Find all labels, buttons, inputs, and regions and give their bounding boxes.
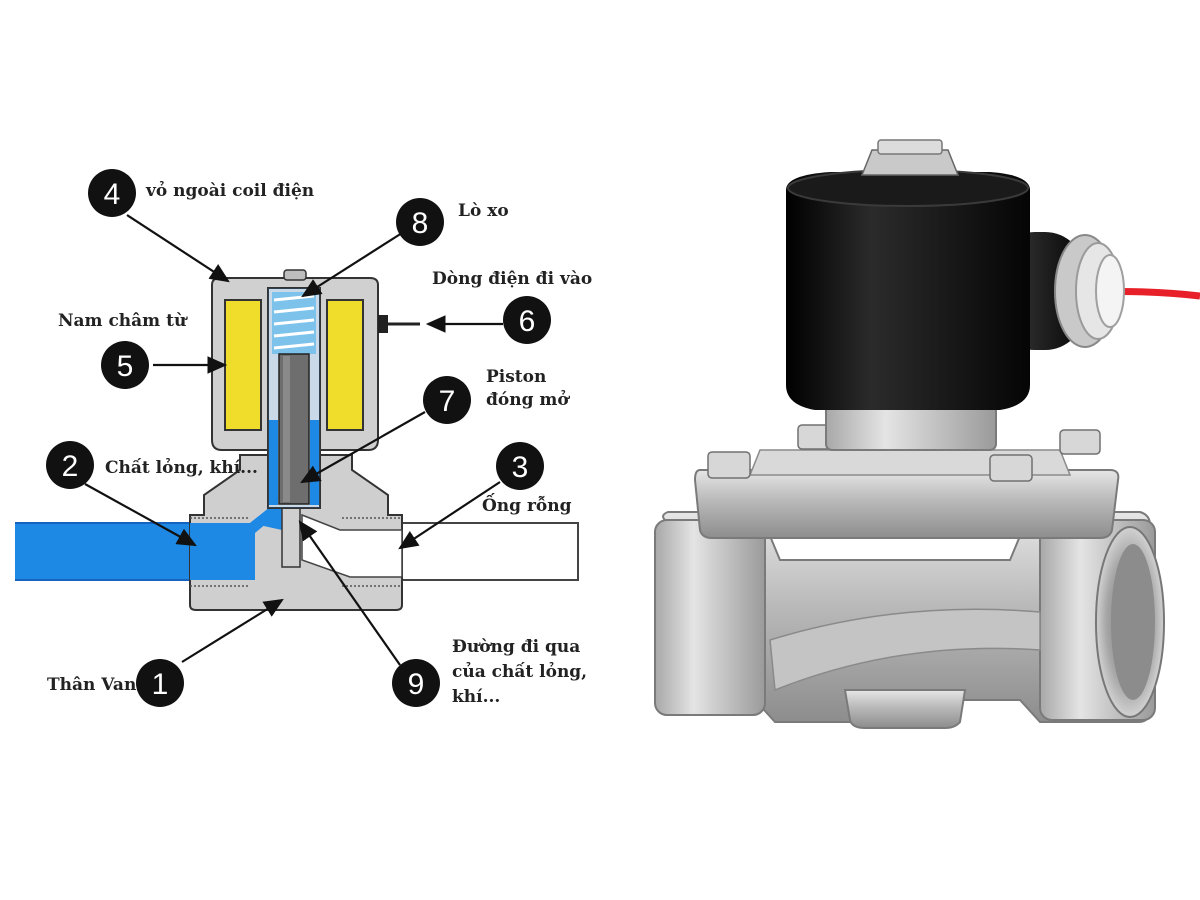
electric-connector bbox=[378, 315, 420, 333]
body-threads bbox=[190, 517, 402, 587]
arrow-4 bbox=[126, 214, 230, 283]
svg-text:7: 7 bbox=[439, 385, 456, 418]
label-7-line2: đóng mở bbox=[486, 390, 570, 410]
arrow-3 bbox=[398, 481, 501, 550]
label-1: Thân Van bbox=[47, 675, 136, 695]
valve-cross-section: 4 8 6 5 7 2 3 1 9 vỏ ngoài coil điện Lò … bbox=[15, 169, 592, 707]
arrow-1 bbox=[181, 598, 284, 663]
arrow-8 bbox=[301, 232, 403, 298]
label-5: Nam châm từ bbox=[58, 311, 188, 331]
marker-5: 5 bbox=[101, 341, 149, 389]
label-7-line1: Piston bbox=[486, 367, 546, 387]
label-9-line1: Đường đi qua bbox=[452, 637, 580, 657]
marker-4: 4 bbox=[88, 169, 136, 217]
marker-8: 8 bbox=[396, 198, 444, 246]
label-8: Lò xo bbox=[458, 201, 509, 221]
svg-text:4: 4 bbox=[104, 178, 121, 211]
marker-1: 1 bbox=[136, 659, 184, 707]
label-3: Ống rỗng bbox=[482, 493, 572, 516]
svg-text:8: 8 bbox=[412, 207, 429, 240]
magnet-right bbox=[326, 299, 364, 431]
label-9-line2: của chất lỏng, bbox=[452, 662, 587, 682]
marker-9: 9 bbox=[392, 659, 440, 707]
left-port bbox=[654, 519, 766, 716]
solenoid-valve-photo bbox=[654, 139, 1200, 729]
svg-text:6: 6 bbox=[519, 305, 536, 338]
svg-text:2: 2 bbox=[62, 450, 79, 483]
cover-plate bbox=[693, 469, 1120, 539]
marker-3: 3 bbox=[496, 442, 544, 490]
marker-2: 2 bbox=[46, 441, 94, 489]
arrow-7 bbox=[300, 411, 426, 484]
arrow-9 bbox=[298, 520, 401, 666]
label-9-line3: khí... bbox=[452, 687, 500, 707]
marker-7: 7 bbox=[423, 376, 471, 424]
svg-text:3: 3 bbox=[512, 451, 529, 484]
label-2: Chất lỏng, khí... bbox=[105, 458, 258, 478]
magnet-left bbox=[224, 299, 262, 431]
label-6: Dòng điện đi vào bbox=[432, 269, 592, 289]
cover-bolts bbox=[707, 424, 1101, 482]
label-4: vỏ ngoài coil điện bbox=[145, 181, 314, 201]
marker-6: 6 bbox=[503, 296, 551, 344]
svg-text:5: 5 bbox=[117, 350, 134, 383]
svg-text:1: 1 bbox=[152, 668, 169, 701]
svg-text:9: 9 bbox=[408, 668, 425, 701]
arrow-2 bbox=[84, 483, 197, 547]
coil-cap bbox=[786, 172, 1030, 410]
